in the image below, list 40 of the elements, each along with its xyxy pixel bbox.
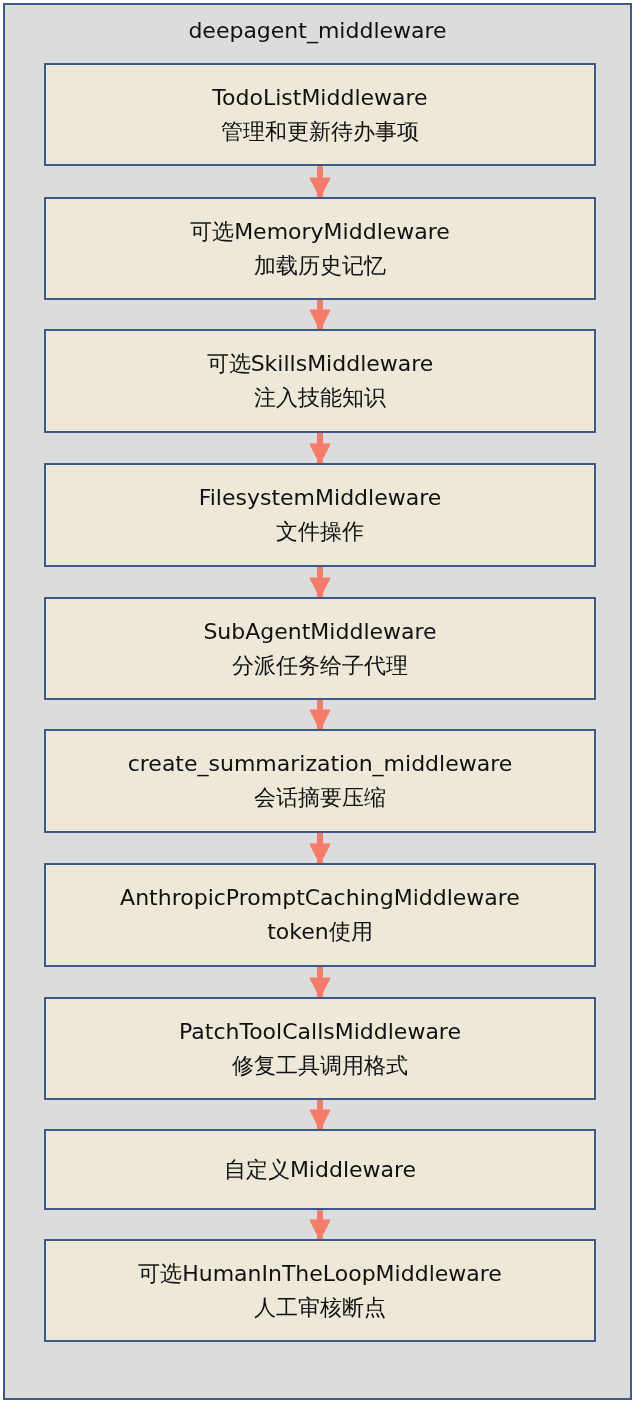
node-title: 自定义Middleware — [223, 1155, 417, 1184]
node-description: 分派任务给子代理 — [232, 651, 408, 680]
container-box — [3, 3, 632, 1400]
node-description: token使用 — [267, 918, 373, 946]
node-description: 会话摘要压缩 — [254, 784, 386, 812]
arrow — [309, 1100, 331, 1132]
node-description: 人工审核断点 — [254, 1293, 386, 1322]
node-title: FilesystemMiddleware — [198, 484, 442, 512]
node-title: 可选MemoryMiddleware — [190, 217, 450, 246]
process-box — [44, 1239, 596, 1342]
node-title: 可选HumanInTheLoopMiddleware — [138, 1259, 502, 1288]
process-box — [44, 997, 596, 1100]
process-box — [44, 197, 596, 300]
process-box — [44, 63, 596, 166]
node-description: 加载历史记忆 — [254, 251, 386, 280]
node-description: 管理和更新待办事项 — [221, 117, 419, 146]
node-title: PatchToolCallsMiddleware — [179, 1017, 461, 1046]
node-title: create_summarization_middleware — [127, 750, 513, 779]
node-description: 文件操作 — [276, 518, 364, 546]
arrow — [309, 1210, 331, 1242]
node-description: 修复工具调用格式 — [232, 1051, 408, 1080]
node-title: 可选SkillsMiddleware — [206, 350, 434, 378]
container-title: deepagent_middleware — [188, 17, 447, 46]
node-title: AnthropicPromptCachingMiddleware — [120, 884, 520, 912]
process-box — [44, 597, 596, 700]
node-title: SubAgentMiddleware — [203, 617, 437, 646]
arrow — [309, 833, 331, 866]
process-box — [44, 463, 596, 567]
process-box — [44, 729, 596, 833]
arrow — [309, 700, 331, 732]
process-box — [44, 863, 596, 967]
arrow — [309, 967, 331, 1000]
process-box — [44, 1129, 596, 1210]
arrow — [309, 433, 331, 466]
arrow — [309, 166, 331, 200]
arrow — [309, 567, 331, 600]
process-box — [44, 329, 596, 433]
arrow — [309, 300, 331, 332]
node-title: TodoListMiddleware — [212, 83, 428, 112]
node-description: 注入技能知识 — [254, 384, 386, 412]
